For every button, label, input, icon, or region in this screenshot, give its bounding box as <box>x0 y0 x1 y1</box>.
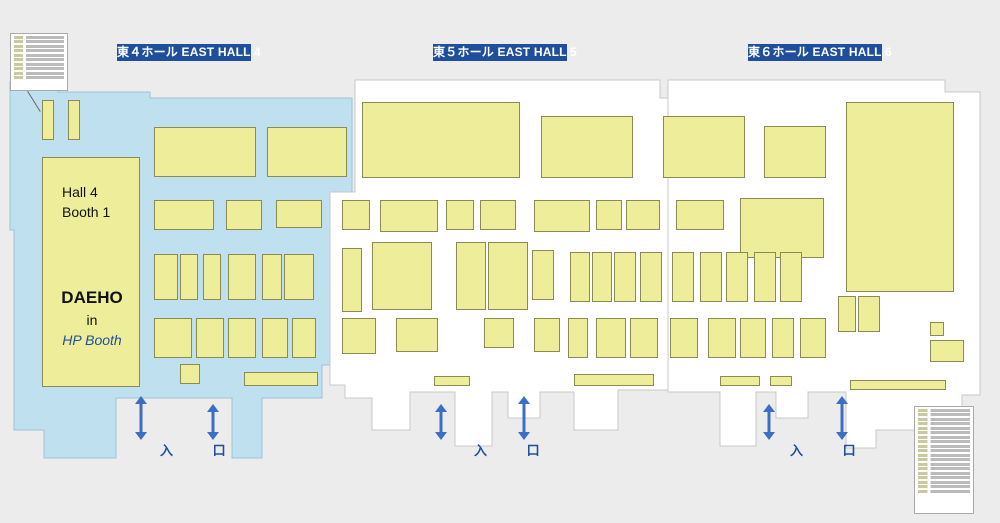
booth[interactable] <box>434 376 470 386</box>
booth[interactable] <box>676 200 724 230</box>
booth[interactable] <box>708 318 736 358</box>
booth[interactable] <box>68 100 80 140</box>
booth[interactable] <box>180 254 198 300</box>
booth[interactable] <box>770 376 792 386</box>
booth[interactable] <box>772 318 794 358</box>
booth[interactable] <box>342 200 370 230</box>
booth[interactable] <box>663 116 745 178</box>
booth[interactable] <box>930 340 964 362</box>
hall-6-header: 東６ホール EAST HALL 6 <box>748 44 892 61</box>
booth[interactable] <box>262 318 288 358</box>
booth[interactable] <box>726 252 748 302</box>
booth[interactable] <box>154 200 214 230</box>
booth-legend-top <box>10 33 68 91</box>
booth[interactable] <box>614 252 636 302</box>
booth[interactable] <box>626 200 660 230</box>
booth[interactable] <box>396 318 438 352</box>
callout-hall: Hall 4 <box>62 184 98 200</box>
booth[interactable] <box>292 318 316 358</box>
booth[interactable] <box>380 200 438 232</box>
entrance-label-hall-6: 入 口 <box>790 443 874 458</box>
booth[interactable] <box>42 100 54 140</box>
booth[interactable] <box>342 318 376 354</box>
booth[interactable] <box>630 318 658 358</box>
booth[interactable] <box>228 254 256 300</box>
booth[interactable] <box>640 252 662 302</box>
entrance-label-hall-5: 入 口 <box>474 443 558 458</box>
booth[interactable] <box>262 254 282 300</box>
booth[interactable] <box>180 364 200 384</box>
callout-host-booth: HP Booth <box>62 332 122 348</box>
callout-company: DAEHO <box>61 288 123 307</box>
callout-in: in <box>86 312 98 328</box>
booth[interactable] <box>456 242 486 310</box>
booth[interactable] <box>267 127 347 177</box>
booth[interactable] <box>700 252 722 302</box>
booth[interactable] <box>740 198 824 258</box>
booth[interactable] <box>446 200 474 230</box>
callout-booth: Booth 1 <box>62 204 111 220</box>
entrance-arrow-icon <box>135 396 848 440</box>
booth[interactable] <box>154 318 192 358</box>
booth[interactable] <box>754 252 776 302</box>
booth[interactable] <box>780 252 802 302</box>
booth[interactable] <box>203 254 221 300</box>
booth[interactable] <box>226 200 262 230</box>
booth[interactable] <box>672 252 694 302</box>
booth[interactable] <box>532 250 554 300</box>
entrance-label-hall-4: 入 口 <box>160 443 244 458</box>
booth[interactable] <box>541 116 633 178</box>
booth[interactable] <box>244 372 318 386</box>
booth[interactable] <box>740 318 766 358</box>
booth[interactable] <box>372 242 432 310</box>
booth[interactable] <box>574 374 654 386</box>
hall-5-header: 東５ホール EAST HALL 5 <box>433 44 577 61</box>
booth[interactable] <box>930 322 944 336</box>
booth[interactable] <box>488 242 528 310</box>
booth[interactable] <box>764 126 826 178</box>
booth[interactable] <box>534 318 560 352</box>
booth-legend-bottom <box>914 406 974 514</box>
booth[interactable] <box>196 318 224 358</box>
booth[interactable] <box>228 318 256 358</box>
callout-hall-booth: Hall 4 Booth 1 <box>62 182 142 222</box>
hall-4-booth-1[interactable] <box>42 157 140 387</box>
booth[interactable] <box>342 248 362 312</box>
booth[interactable] <box>276 200 322 228</box>
booth[interactable] <box>534 200 590 232</box>
booth[interactable] <box>670 318 698 358</box>
booth[interactable] <box>480 200 516 230</box>
booth[interactable] <box>720 376 760 386</box>
booth[interactable] <box>592 252 612 302</box>
booth[interactable] <box>568 318 588 358</box>
booth[interactable] <box>362 102 520 178</box>
booth[interactable] <box>570 252 590 302</box>
booth[interactable] <box>596 200 622 230</box>
booth[interactable] <box>800 318 826 358</box>
booth[interactable] <box>596 318 626 358</box>
booth[interactable] <box>846 102 954 292</box>
booth[interactable] <box>484 318 514 348</box>
booth[interactable] <box>850 380 946 390</box>
booth[interactable] <box>838 296 856 332</box>
booth[interactable] <box>154 127 256 177</box>
booth[interactable] <box>284 254 314 300</box>
booth[interactable] <box>154 254 178 300</box>
booth[interactable] <box>858 296 880 332</box>
hall-4-header: 東４ホール EAST HALL 4 <box>117 44 261 61</box>
